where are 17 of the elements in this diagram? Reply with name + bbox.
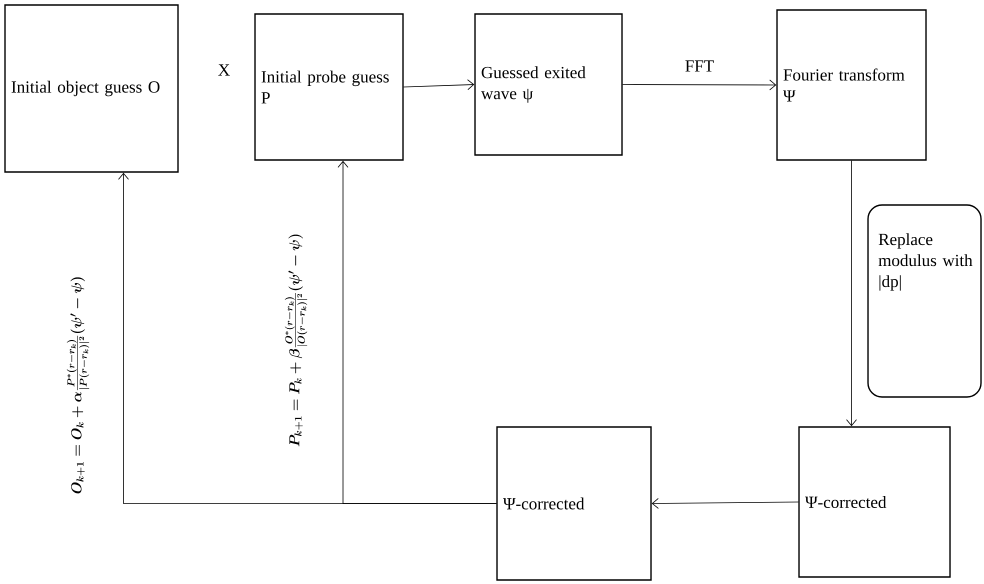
process-box: Initial object guess O — [4, 4, 179, 173]
arrow — [403, 79, 474, 90]
arrow — [652, 498, 799, 509]
edge-label: FFT — [685, 60, 714, 72]
process-box: Fourier transform Ψ — [776, 9, 927, 161]
process-box: Ψ-corrected — [496, 426, 652, 581]
process-box: Guessed exited wave ψ — [474, 13, 623, 156]
update-formula: $\boldsymbol{O_{k+1} = O_k + \alpha \frac{P^*(r-r_k)}{|P(r-r_k)|^2}(\psi'-\psi)}$ — [66, 277, 90, 494]
rounded-box — [867, 204, 982, 398]
process-box: Initial probe guess P — [254, 13, 404, 161]
arrow — [846, 160, 857, 426]
arrow — [622, 80, 776, 90]
update-formula: $\boldsymbol{P_{k+1} = P_k + \beta \frac{O^*(r-r_k)}{|O(r-r_k)|^2}(\psi'-\psi)}$ — [284, 234, 308, 446]
arrow — [338, 160, 497, 504]
node-label: Replace modulus with |dp| — [878, 233, 972, 291]
process-box: Ψ-corrected — [798, 426, 951, 578]
operator-label: X — [218, 64, 230, 76]
